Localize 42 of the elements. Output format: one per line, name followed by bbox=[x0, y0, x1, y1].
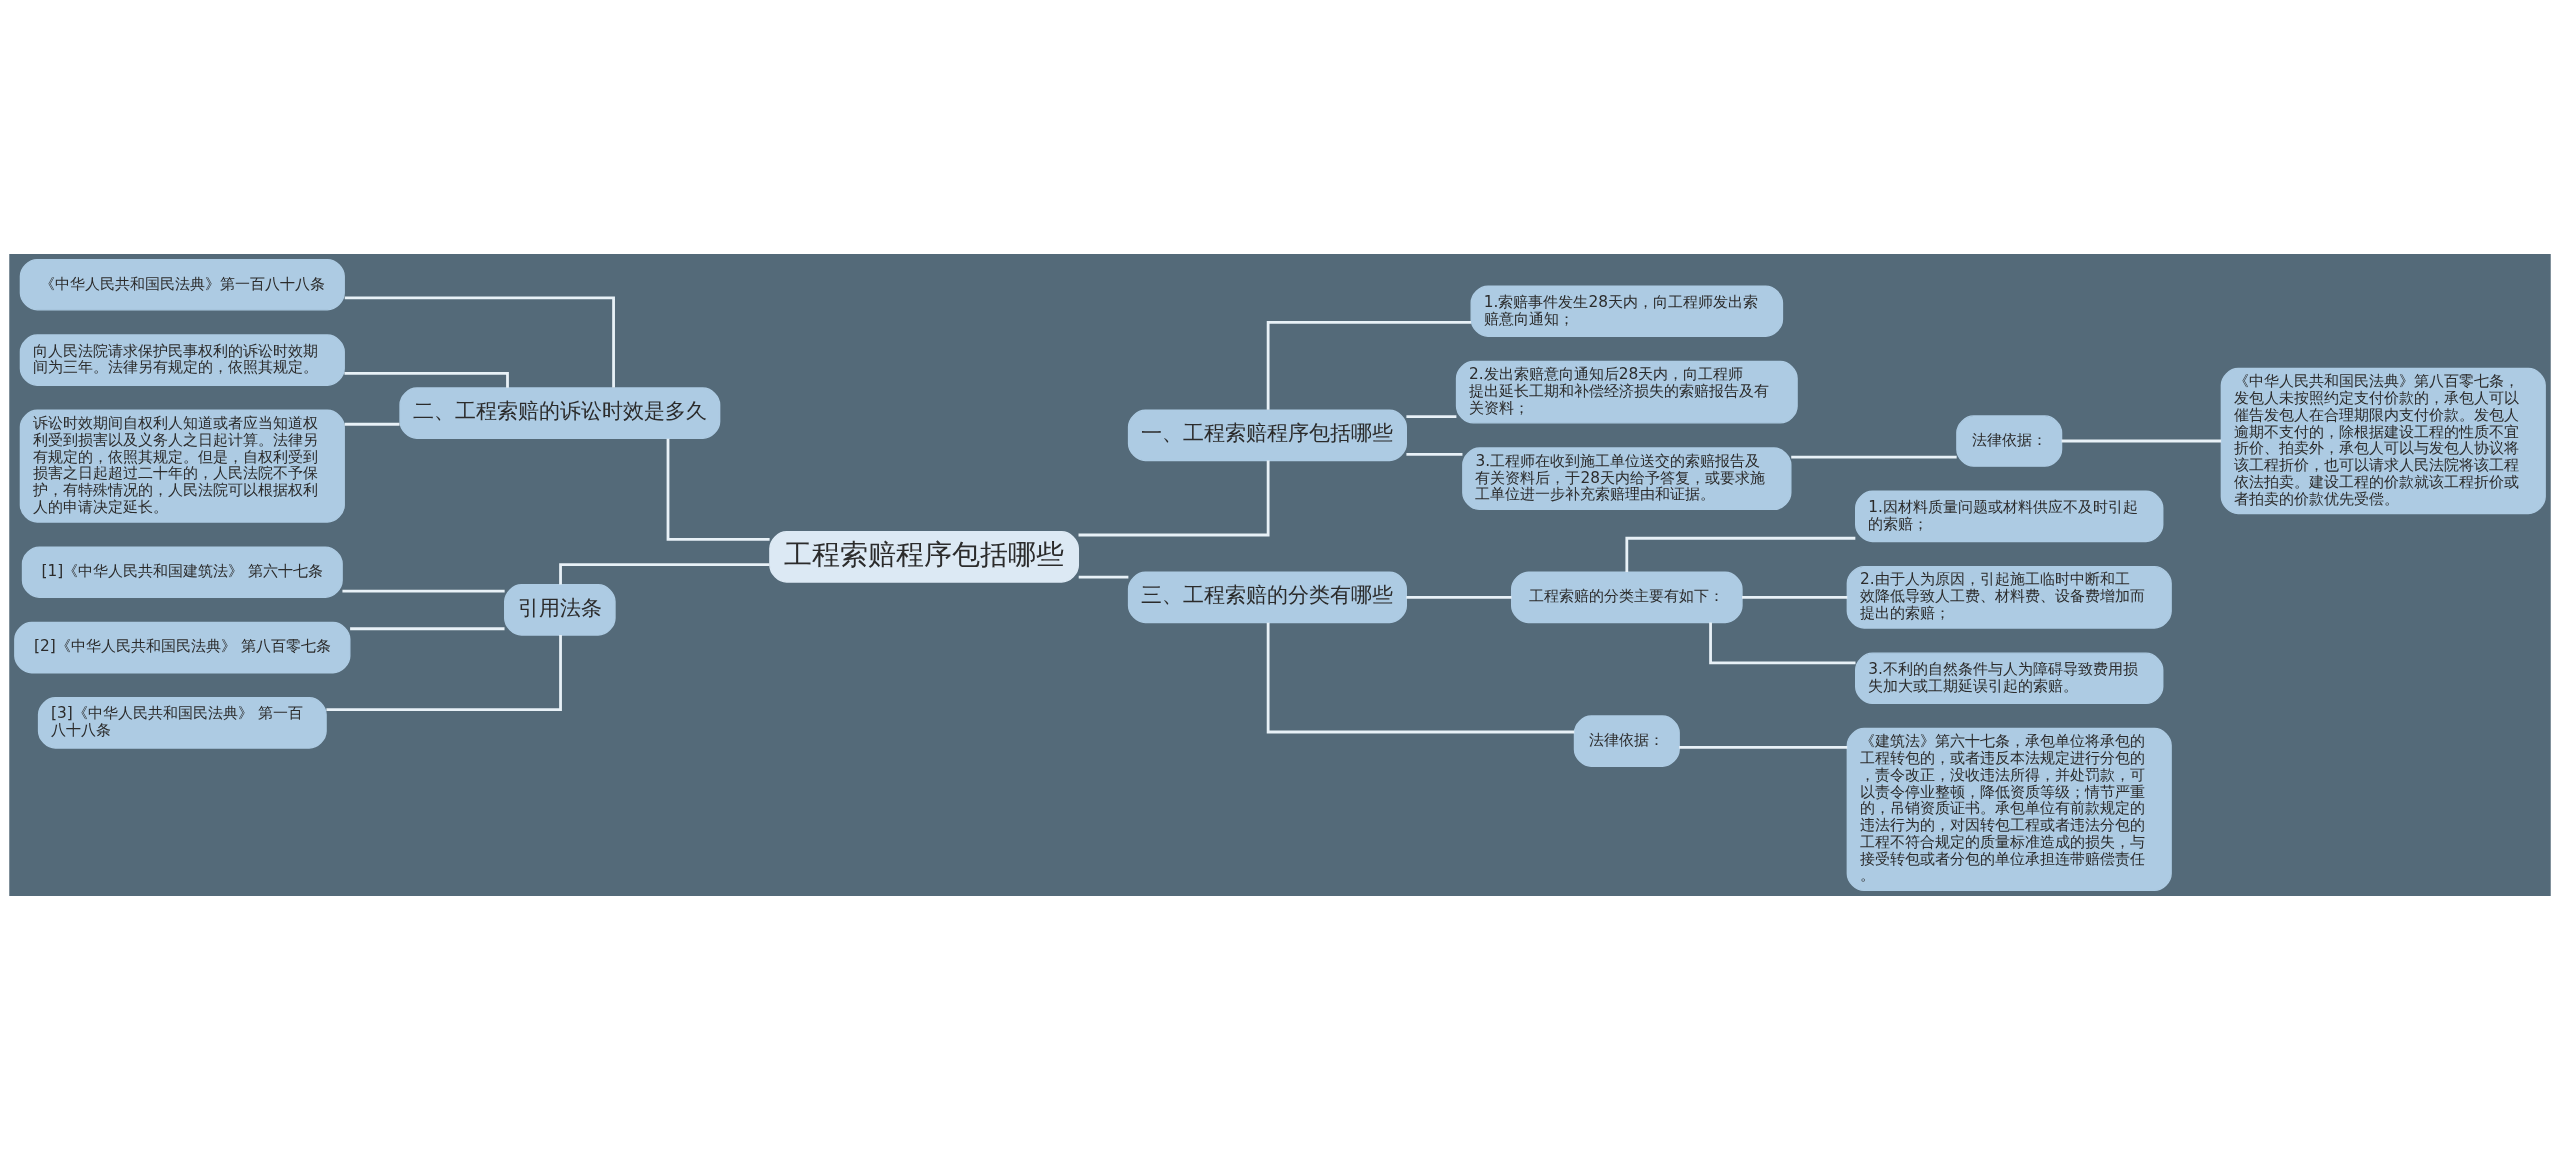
connector bbox=[1406, 595, 1512, 599]
connector bbox=[1266, 622, 1575, 733]
connector bbox=[1266, 320, 1472, 410]
connector bbox=[559, 562, 770, 585]
connector bbox=[2061, 439, 2222, 442]
node-box: 《建筑法》第六十七条，承包单位将承包的工程转包的，或者违反本法规定进行分包的，责令改正，没收违法所得，并处罚款，可以责令停业整顿，降低资质等级；情节严重的，吊销资质证书。承包单位有前款规定的违法行为的，对因转包工程或者违法分包的工程不符合规定的质量标准造成的损失，与接受转包或者分包的单位承担连带赔偿责任。 bbox=[1846, 727, 2172, 891]
node-box: 《中华人民共和国民法典》第一百八十八条 bbox=[19, 258, 345, 311]
node-box: 2.发出索赔意向通知后28天内，向工程师提出延长工期和补偿经济损失的索赔报告及有关资料； bbox=[1455, 360, 1798, 424]
node-box: 1.索赔事件发生28天内，向工程师发出索赔意向通知； bbox=[1470, 284, 1784, 337]
connector bbox=[326, 634, 562, 711]
node-box: 《中华人民共和国民法典》第八百零七条，发包人未按照约定支付价款的，承包人可以催告发包人在合理期限内支付价款。发包人逾期不支付的，除根据建设工程的性质不宜折价、拍卖外，承包人可以与发包人协议将该工程折价，也可以请求人民法院将该工程依法拍卖。建设工程的价款就该工程折价或者拍卖的价款优先受偿。 bbox=[2220, 367, 2546, 514]
node-box: 法律依据： bbox=[1956, 414, 2063, 467]
connector bbox=[342, 589, 505, 592]
node-box: 工程索赔程序包括哪些 bbox=[769, 530, 1080, 583]
connector bbox=[344, 296, 615, 388]
node-box: [2]《中华人民共和国民法典》 第八百零七条 bbox=[14, 621, 351, 673]
node-box: 三、工程索赔的分类有哪些 bbox=[1127, 571, 1407, 623]
connector bbox=[1742, 595, 1848, 599]
node-box: [3]《中华人民共和国民法典》 第一百八十八条 bbox=[37, 696, 327, 749]
node-box: 1.因材料质量问题或材料供应不及时引起的索赔； bbox=[1855, 490, 2164, 542]
node-box: [1]《中华人民共和国建筑法》 第六十七条 bbox=[21, 545, 343, 598]
node-box: 法律依据： bbox=[1573, 714, 1680, 767]
node-box: 3.工程师在收到施工单位送交的索赔报告及有关资料后，于28天内给予答复，或要求施工单位进一步补充索赔理由和证据。 bbox=[1462, 446, 1792, 510]
connector bbox=[1078, 575, 1129, 578]
connector bbox=[1406, 414, 1457, 418]
node-box: 二、工程索赔的诉讼时效是多久 bbox=[399, 386, 721, 439]
connector bbox=[1406, 452, 1463, 456]
node-box: 一、工程索赔程序包括哪些 bbox=[1127, 409, 1407, 461]
connector bbox=[344, 371, 509, 388]
connector bbox=[1078, 460, 1270, 536]
connector bbox=[1679, 745, 1848, 749]
node-box: 诉讼时效期间自权利人知道或者应当知道权利受到损害以及义务人之日起计算。法律另有规定的，依照其规定。但是，自权利受到损害之日起超过二十年的，人民法院不予保护，有特殊情况的，人民法院可以根据权利人的申请决定延长。 bbox=[19, 409, 345, 523]
node-box: 工程索赔的分类主要有如下： bbox=[1511, 571, 1743, 623]
connector bbox=[350, 626, 505, 630]
connector bbox=[666, 438, 770, 541]
node-box: 向人民法院请求保护民事权利的诉讼时效期间为三年。法律另有规定的，依照其规定。 bbox=[19, 333, 345, 386]
connector bbox=[1791, 455, 1957, 458]
node-box: 2.由于人为原因，引起施工临时中断和工效降低导致人工费、材料费、设备费增加而提出的索赔； bbox=[1846, 565, 2172, 629]
node-box: 3.不利的自然条件与人为障碍导致费用损失加大或工期延误引起的索赔。 bbox=[1855, 651, 2164, 704]
node-box: 引用法条 bbox=[504, 583, 616, 636]
connector bbox=[1709, 622, 1856, 664]
connector bbox=[344, 422, 400, 426]
